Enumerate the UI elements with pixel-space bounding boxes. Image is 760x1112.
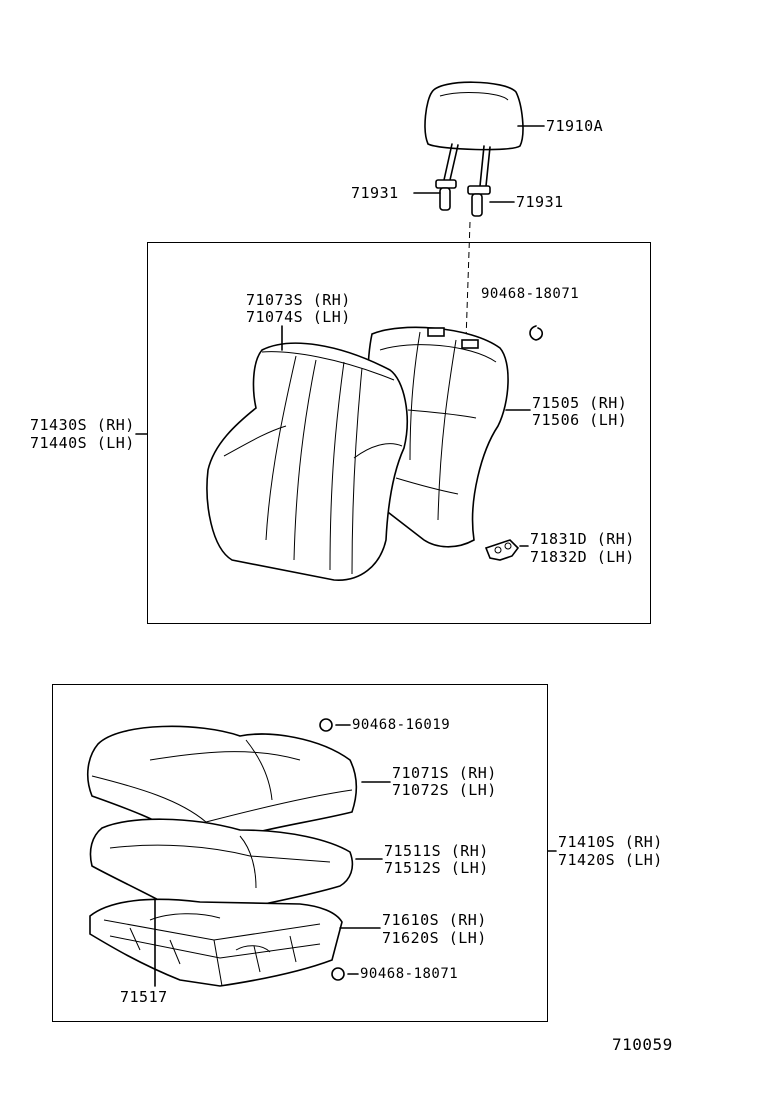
- label-back-cover-lh: 71074S (LH): [246, 308, 351, 326]
- seat-cushion-group-box: [52, 684, 548, 1022]
- label-hog-ring-cushion: 90468-16019: [352, 717, 451, 733]
- cushion-cover-drawing: [86, 725, 358, 844]
- label-spring: 71517: [120, 988, 168, 1006]
- back-cover-drawing: [206, 342, 408, 581]
- label-back-pad-lh: 71506 (LH): [532, 411, 628, 429]
- leader-lines: [135, 125, 557, 987]
- label-cushion-pad-rh: 71511S (RH): [384, 842, 489, 860]
- cushion-pad-drawing: [89, 818, 354, 917]
- label-hog-ring-lower: 90468-18071: [360, 966, 459, 982]
- label-cushion-pad-lh: 71512S (LH): [384, 859, 489, 877]
- label-back-assy-lh: 71440S (LH): [30, 434, 135, 452]
- label-frame-rh: 71610S (RH): [382, 911, 487, 929]
- label-support-right: 71931: [516, 193, 564, 211]
- label-hog-ring-upper: 90468-18071: [481, 286, 580, 302]
- label-support-left: 71931: [351, 184, 399, 202]
- seat-frame-drawing: [89, 898, 343, 987]
- label-cushion-cover-lh: 71072S (LH): [392, 781, 497, 799]
- label-cushion-cover-rh: 71071S (RH): [392, 764, 497, 782]
- bracket-drawing: [484, 539, 520, 561]
- label-back-pad-rh: 71505 (RH): [532, 394, 628, 412]
- label-cushion-assy-rh: 71410S (RH): [558, 833, 663, 851]
- label-frame-lh: 71620S (LH): [382, 929, 487, 947]
- label-headrest: 71910A: [546, 117, 604, 135]
- label-cushion-assy-lh: 71420S (LH): [558, 851, 663, 869]
- label-cover-rh: 71831D (RH): [530, 530, 635, 548]
- headrest-drawing: [424, 81, 524, 341]
- diagram-number: 710059: [612, 1035, 673, 1054]
- label-cover-lh: 71832D (LH): [530, 548, 635, 566]
- label-back-assy-rh: 71430S (RH): [30, 416, 135, 434]
- seat-back-group-box: [147, 242, 651, 624]
- hog-rings: [319, 325, 544, 981]
- label-back-cover-rh: 71073S (RH): [246, 291, 351, 309]
